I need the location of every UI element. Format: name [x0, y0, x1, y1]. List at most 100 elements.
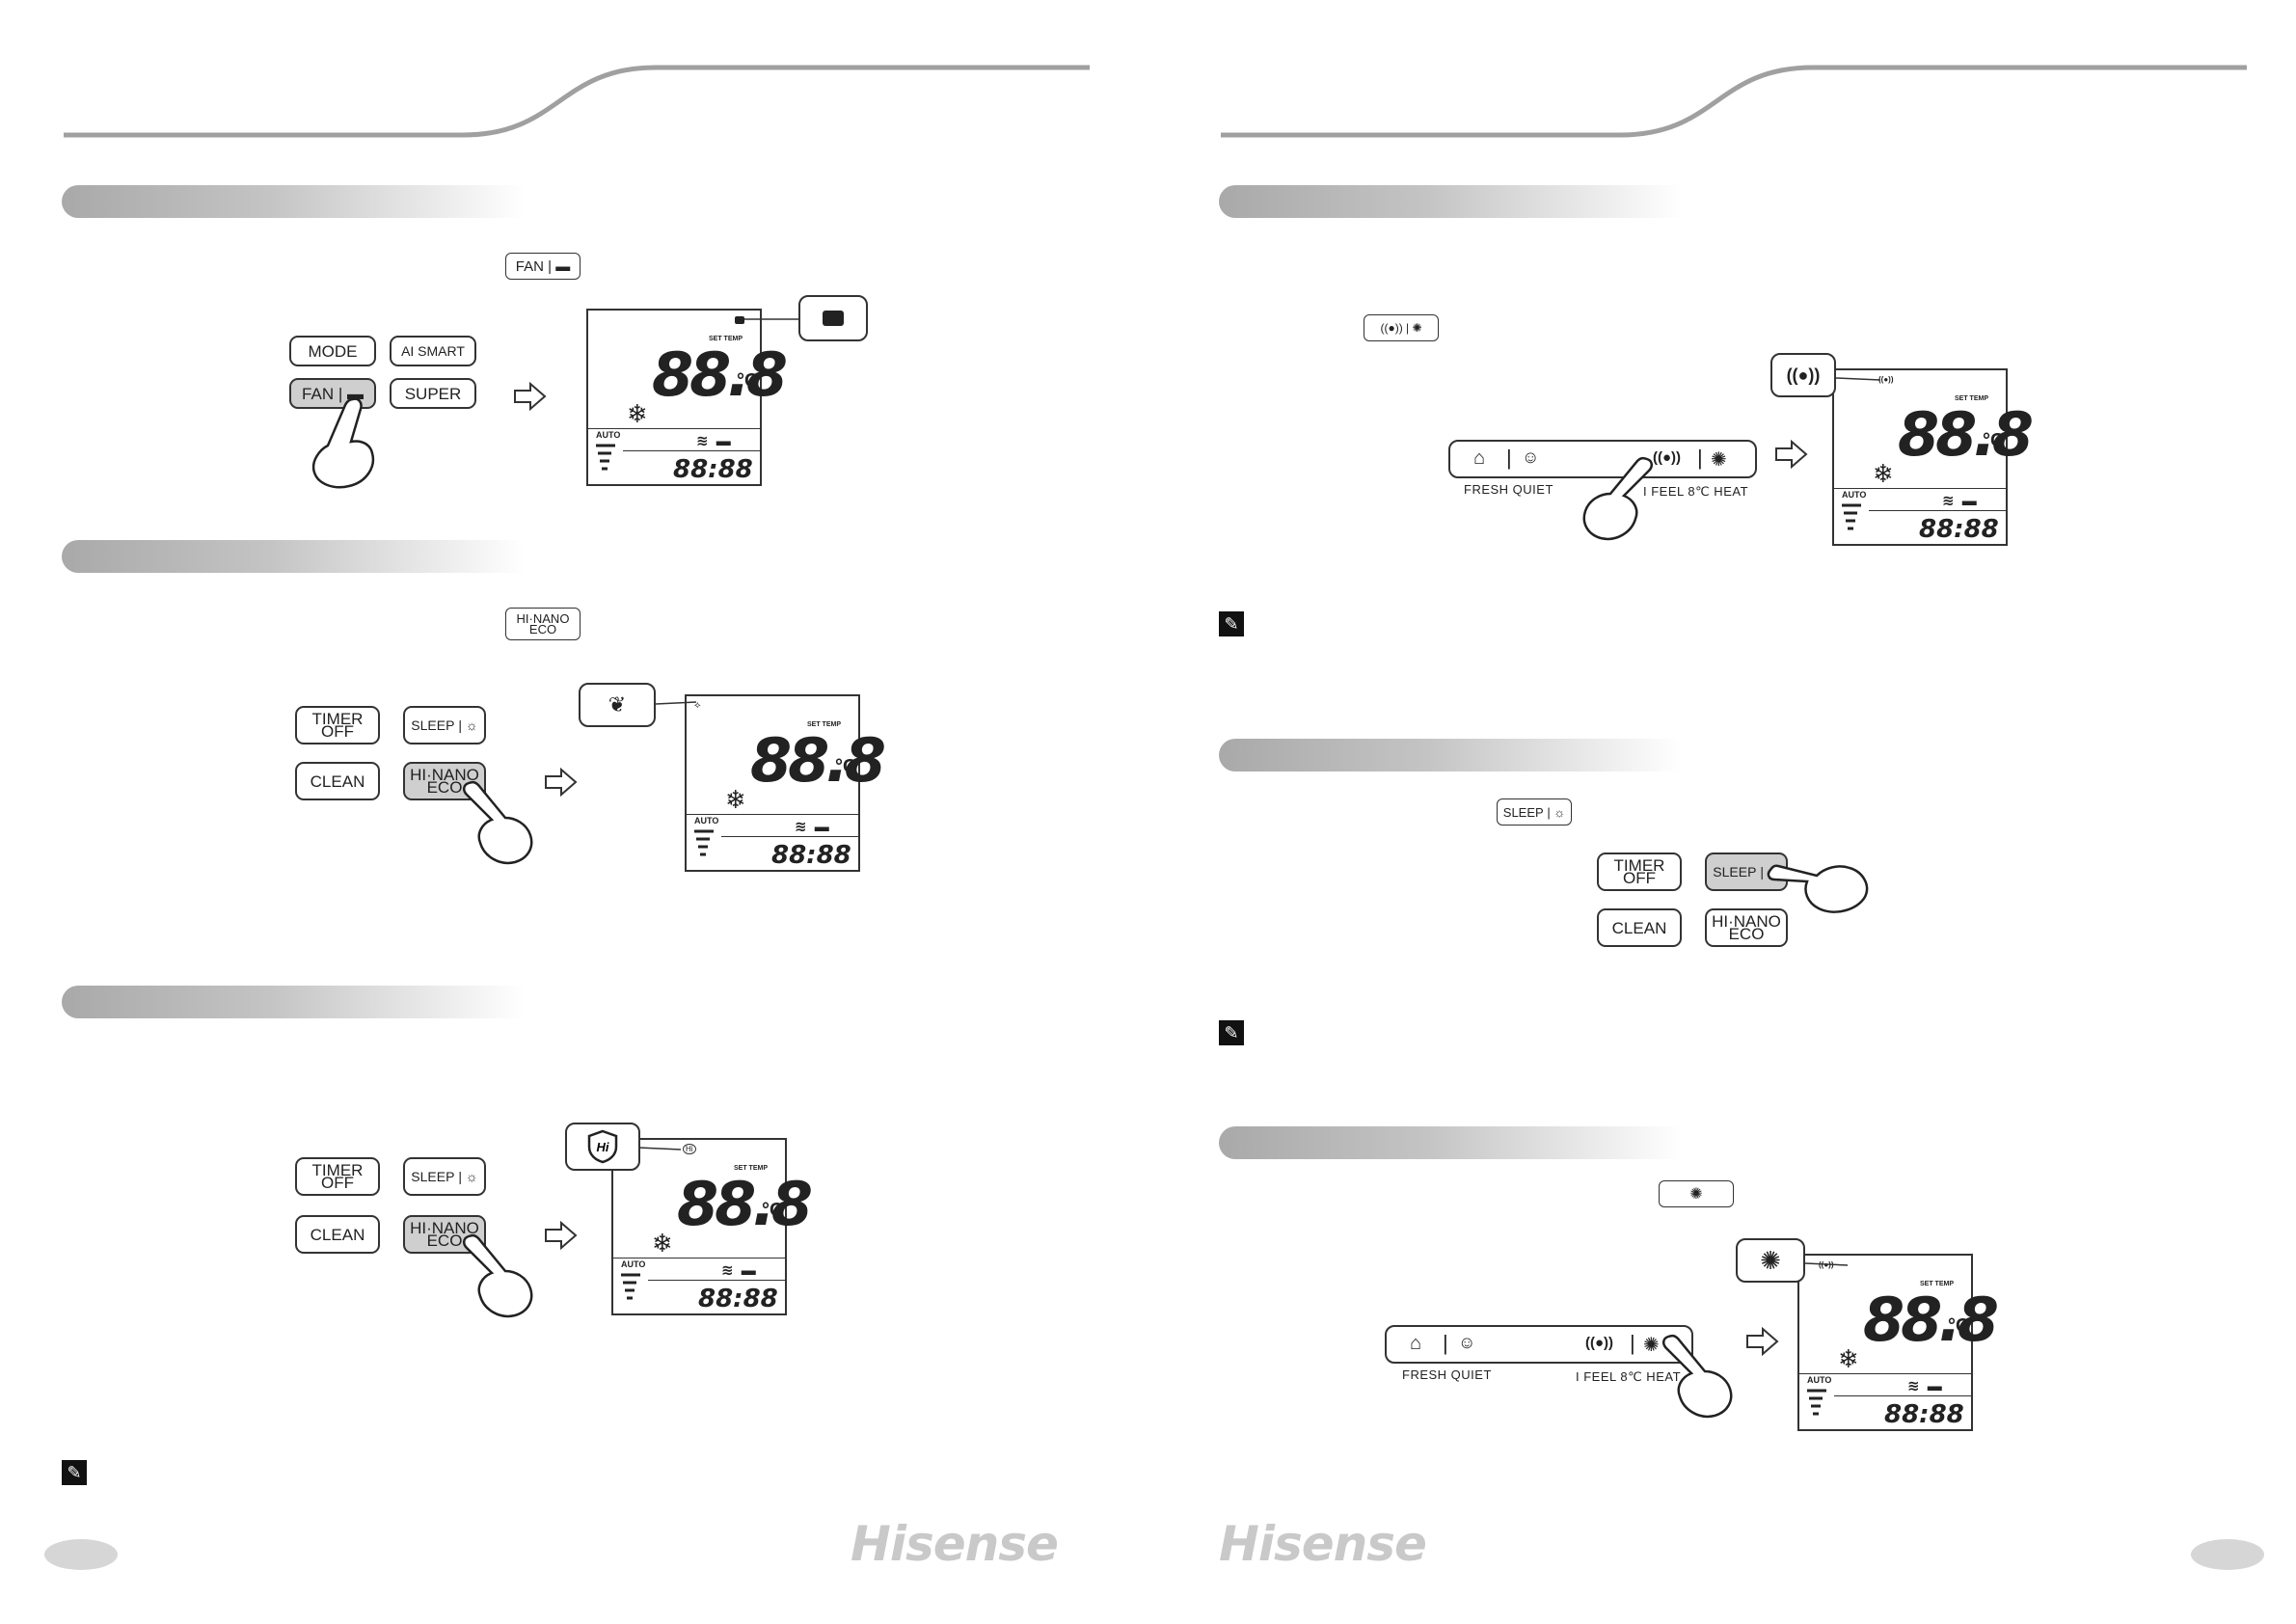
hand-pointer-icon: [311, 397, 375, 489]
header-swoosh: [1221, 65, 2247, 138]
auto-label: AUTO: [621, 1259, 646, 1269]
section-bar-fan: [62, 185, 525, 218]
arrow-right-icon: [545, 1221, 578, 1250]
eco-leaf-icon: ❦: [608, 692, 627, 717]
hi-shield-icon: Hi: [587, 1129, 618, 1164]
note-icon: ✎: [62, 1460, 87, 1485]
note-icon: ✎: [1219, 611, 1244, 636]
ref-hinano-eco-button: HI·NANO ECO: [505, 608, 581, 640]
auto-label: AUTO: [1807, 1375, 1832, 1385]
ifeel-heat-label: I FEEL 8℃ HEAT: [1576, 1369, 1682, 1384]
clean-button[interactable]: CLEAN: [295, 762, 380, 800]
clean-button[interactable]: CLEAN: [1597, 908, 1682, 947]
clean-button[interactable]: CLEAN: [295, 1215, 380, 1254]
set-temp-label: SET TEMP: [1954, 395, 1988, 402]
section-bar-sleep: [1219, 739, 1682, 771]
fan-level-icon: [1842, 503, 1861, 530]
fresh-icon: ⟡: [694, 700, 701, 711]
lock-icon: [823, 311, 844, 326]
right-page: ((●)) | ✺ ⌂ | ☺ ((●)) | ✺ FRESH QUIET I …: [1148, 0, 2295, 1624]
page-number-oval: [44, 1539, 118, 1570]
lock-callout: [798, 295, 868, 341]
set-temp-label: SET TEMP: [708, 336, 743, 342]
auto-label: AUTO: [694, 816, 719, 826]
page-number-oval: [2191, 1539, 2264, 1570]
timer-off-button[interactable]: TIMER OFF: [1597, 853, 1682, 891]
heat8-sun-icon[interactable]: ✺: [1643, 1335, 1660, 1356]
ifeel-heat-label: I FEEL 8℃ HEAT: [1643, 484, 1749, 499]
lcd-display: ((●)) SET TEMP 88.8 °C ❄ AUTO ≋ ▬ 88:88: [1832, 368, 2034, 546]
lock-icon: [735, 316, 744, 324]
auto-label: AUTO: [1842, 490, 1867, 500]
timer-off-button[interactable]: TIMER OFF: [295, 706, 380, 744]
arrow-right-icon: [1746, 1327, 1779, 1356]
sleep-button[interactable]: SLEEP | ☼: [403, 706, 486, 744]
arrow-right-icon: [514, 382, 547, 411]
timer-digits: 88:88: [771, 841, 851, 870]
ifeel-button[interactable]: ((●)): [1585, 1335, 1614, 1351]
ifeel-callout: ((●)): [1770, 353, 1836, 397]
lcd-display: ((●)) SET TEMP 88.8 °C ❄ AUTO ≋ ▬ 88:88: [1797, 1254, 1999, 1431]
fan-lock-button[interactable]: FAN | ▬: [289, 378, 376, 409]
ref-fan-lock-button: FAN | ▬: [505, 253, 581, 280]
fresh-quiet-label: FRESH QUIET: [1464, 482, 1553, 497]
hand-pointer-icon: [1662, 1334, 1733, 1419]
heat8-remote-panel: ⌂ | ☺ ((●)) | ✺: [1385, 1325, 1693, 1364]
svg-text:Hi: Hi: [597, 1140, 609, 1154]
heat8-callout: ✺: [1736, 1238, 1805, 1283]
hisense-logo: Hisense: [851, 1516, 1059, 1572]
ref-sleep-button: SLEEP | ☼: [1497, 798, 1572, 826]
sleep-button[interactable]: SLEEP | ☼: [403, 1157, 486, 1196]
timer-digits: 88:88: [1884, 1400, 1964, 1429]
swing-icon: ≋ ▬: [1942, 493, 1979, 509]
ifeel-button[interactable]: ((●)): [1653, 449, 1682, 466]
lcd-display: Hi SET TEMP 88.8 °C ❄ AUTO ≋ ▬ 88:88: [611, 1138, 813, 1315]
swing-icon: ≋ ▬: [696, 433, 733, 449]
snowflake-icon: ❄: [725, 785, 746, 814]
snowflake-icon: ❄: [627, 399, 648, 428]
swing-icon: ≋ ▬: [795, 819, 831, 835]
temp-unit: °C: [1948, 1315, 1970, 1337]
section-bar-eco: [62, 540, 525, 573]
fresh-house-icon[interactable]: ⌂: [1473, 447, 1486, 469]
mode-button[interactable]: MODE: [289, 336, 376, 366]
ifeel-remote-panel: ⌂ | ☺ ((●)) | ✺: [1448, 440, 1757, 478]
ai-smart-button[interactable]: AI SMART: [390, 336, 476, 366]
super-button[interactable]: SUPER: [390, 378, 476, 409]
auto-label: AUTO: [596, 430, 621, 440]
arrow-right-icon: [1775, 440, 1808, 469]
temp-unit: °C: [1983, 430, 2005, 451]
temp-digits: 88.8: [652, 339, 788, 410]
hi-shield-callout: Hi: [565, 1123, 640, 1171]
hinano-eco-button[interactable]: HI·NANO ECO: [403, 762, 486, 800]
temp-digits: 88.8: [750, 725, 886, 796]
lcd-display: SET TEMP 88.8 °C ❄ AUTO ≋ ▬ 88:88: [586, 309, 788, 486]
heat8-sun-icon[interactable]: ✺: [1711, 449, 1727, 471]
timer-off-button[interactable]: TIMER OFF: [295, 1157, 380, 1196]
temp-digits: 88.8: [1898, 399, 2034, 470]
ref-8heat-button: ✺: [1659, 1180, 1734, 1207]
hand-pointer-icon: [463, 780, 533, 865]
quiet-icon[interactable]: ☺: [1522, 447, 1540, 467]
temp-unit: °C: [835, 756, 857, 777]
fan-level-icon: [694, 829, 714, 856]
eco-leaf-callout: ❦: [579, 683, 656, 727]
fan-level-icon: [1807, 1389, 1826, 1416]
hinano-eco-button[interactable]: HI·NANO ECO: [1705, 908, 1788, 947]
snowflake-icon: ❄: [1838, 1344, 1859, 1373]
left-page: FAN | ▬ MODE AI SMART FAN | ▬ SUPER SET …: [44, 65, 1090, 1572]
set-temp-label: SET TEMP: [733, 1165, 768, 1172]
hi-shield-small-icon: Hi: [683, 1144, 696, 1154]
temp-digits: 88.8: [1863, 1285, 1999, 1355]
quiet-icon[interactable]: ☺: [1458, 1333, 1476, 1352]
temp-unit: °C: [762, 1200, 784, 1221]
section-bar-ifeel: [1219, 185, 1682, 218]
sleep-button[interactable]: SLEEP | ☼: [1705, 853, 1788, 891]
hand-pointer-icon: [1582, 456, 1653, 541]
temp-unit: °C: [737, 370, 759, 392]
ref-ifeel-8heat-button: ((●)) | ✺: [1364, 314, 1439, 341]
fresh-quiet-label: FRESH QUIET: [1402, 1367, 1492, 1382]
set-temp-label: SET TEMP: [1919, 1281, 1954, 1287]
swing-icon: ≋ ▬: [1907, 1378, 1944, 1394]
fresh-house-icon[interactable]: ⌂: [1410, 1333, 1422, 1354]
